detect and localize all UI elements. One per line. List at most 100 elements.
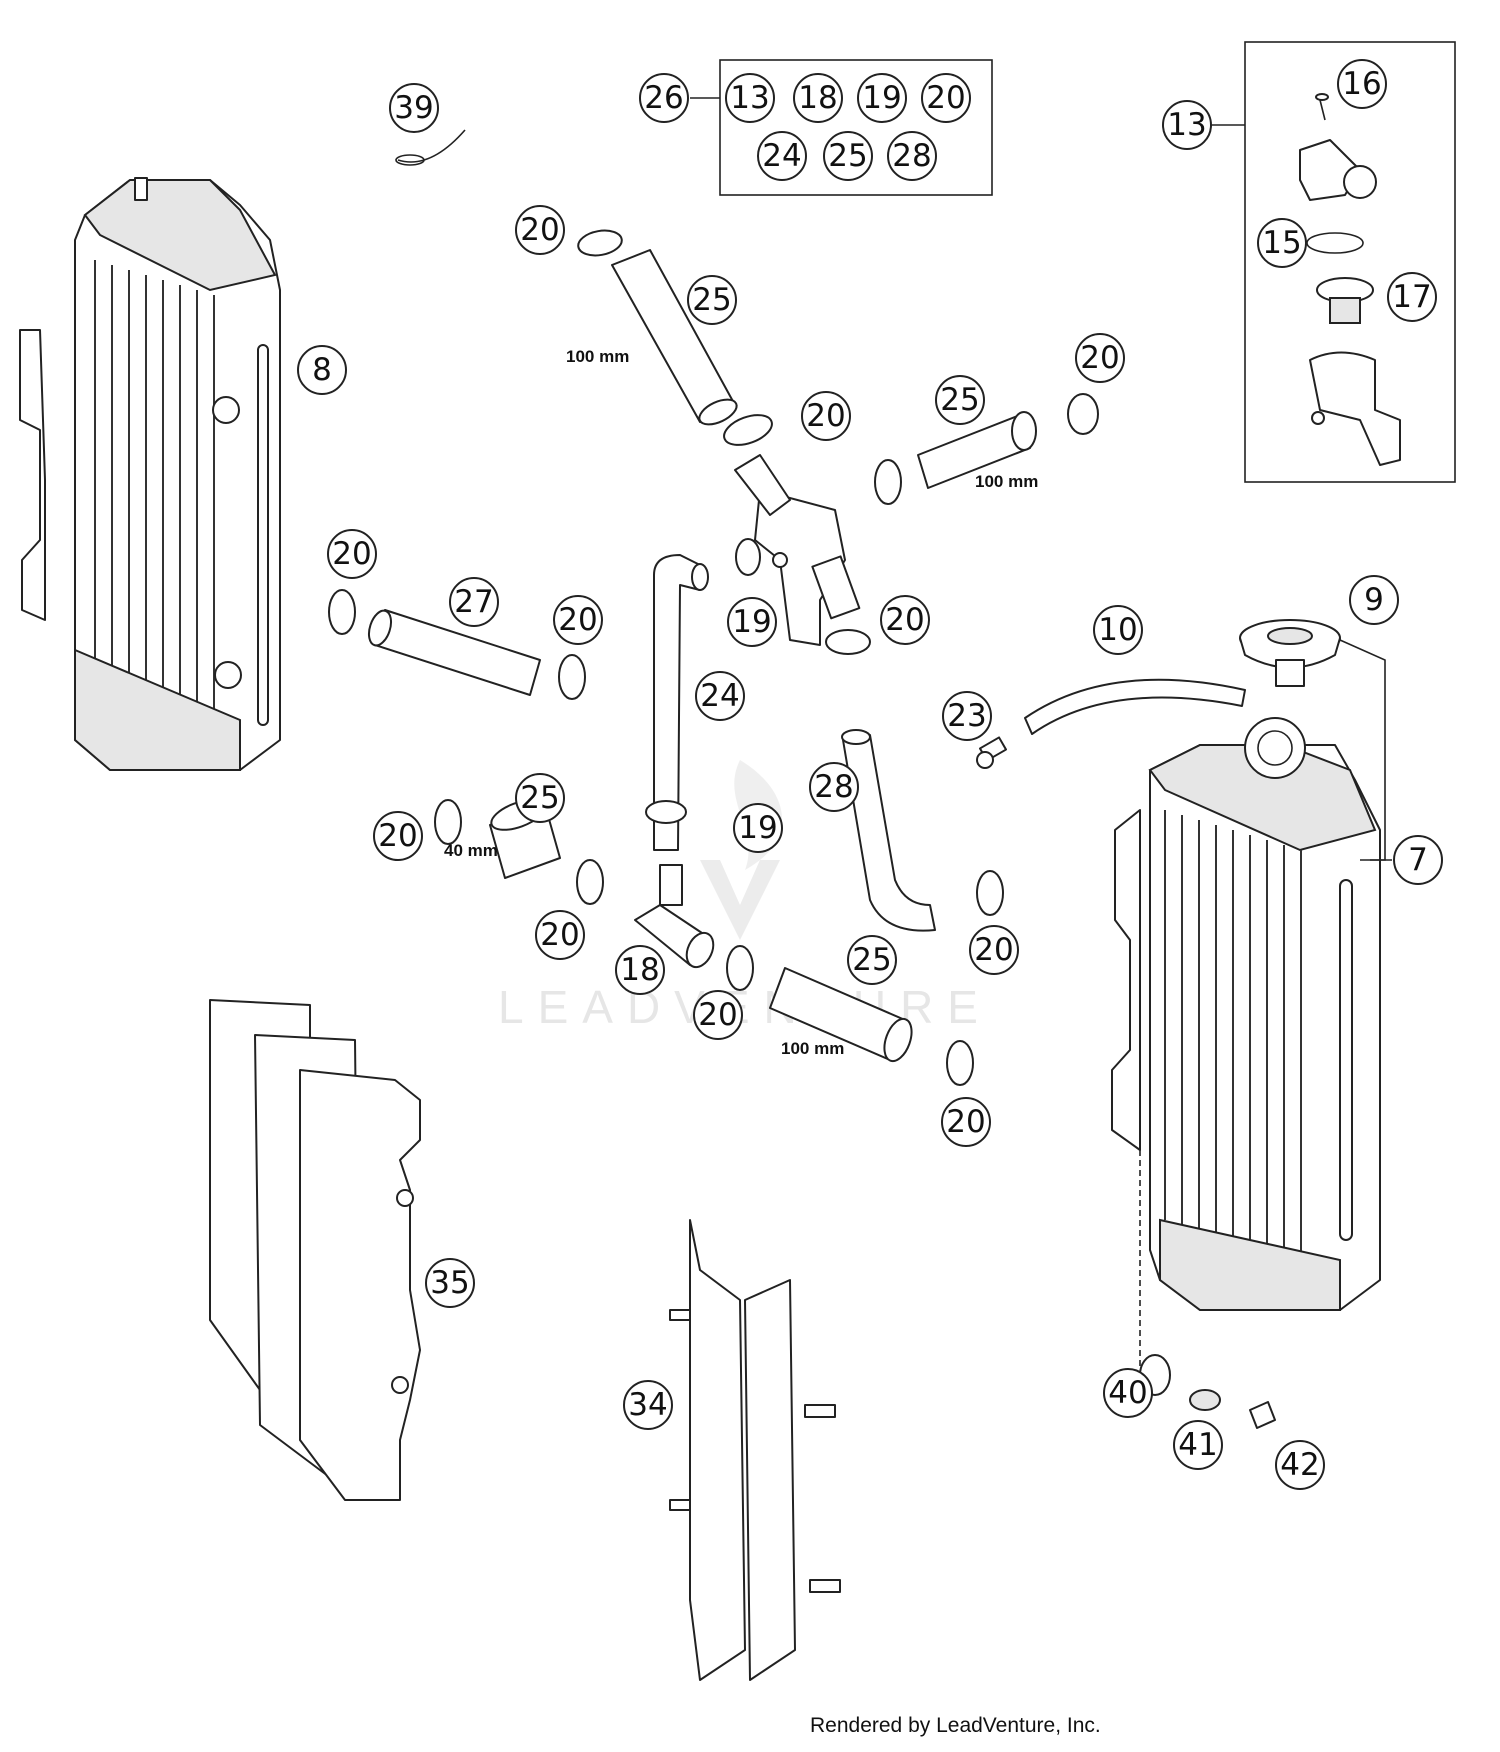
callout-13: 13 [725, 73, 775, 123]
svg-text:15: 15 [1262, 225, 1301, 261]
watermark-logo: LEADVENTURE [498, 760, 978, 1033]
svg-text:23: 23 [947, 698, 986, 734]
svg-text:13: 13 [1167, 107, 1206, 143]
svg-text:20: 20 [926, 80, 965, 116]
hose-kit-box [719, 59, 993, 196]
svg-text:20: 20 [378, 818, 417, 854]
hose-24 [653, 554, 701, 851]
callout-20: 20 [373, 811, 423, 861]
svg-text:34: 34 [628, 1387, 667, 1423]
radiator-guard-center [669, 1219, 841, 1681]
svg-text:20: 20 [1080, 340, 1119, 376]
svg-text:27: 27 [454, 584, 493, 620]
dimension-label: 100 mm [781, 1039, 844, 1058]
svg-text:20: 20 [558, 602, 597, 638]
svg-text:20: 20 [698, 997, 737, 1033]
svg-text:20: 20 [974, 932, 1013, 968]
callout-25: 25 [847, 935, 897, 985]
callout-24: 24 [757, 131, 807, 181]
svg-text:20: 20 [885, 602, 924, 638]
svg-text:17: 17 [1392, 279, 1431, 315]
callout-19: 19 [857, 73, 907, 123]
callout-24: 24 [695, 671, 745, 721]
callout-40: 40 [1103, 1368, 1153, 1418]
callout-10: 10 [1093, 605, 1143, 655]
t-piece [634, 864, 715, 969]
right-radiator [1111, 717, 1381, 1311]
dimension-label: 40 mm [444, 841, 498, 860]
dimension-label: 100 mm [975, 472, 1038, 491]
callout-34: 34 [623, 1380, 673, 1430]
callout-7: 7 [1393, 835, 1443, 885]
callout-20: 20 [801, 391, 851, 441]
footer-credit: Rendered by LeadVenture, Inc. [810, 1714, 1101, 1737]
hose-clamps [328, 229, 1099, 1086]
svg-text:13: 13 [730, 80, 769, 116]
overflow-hose [1024, 678, 1246, 735]
radiator-guard [209, 999, 421, 1501]
callout-35: 35 [425, 1258, 475, 1308]
svg-text:20: 20 [332, 536, 371, 572]
svg-text:10: 10 [1098, 612, 1137, 648]
callout-20: 20 [921, 73, 971, 123]
svg-text:24: 24 [762, 138, 801, 174]
svg-text:41: 41 [1178, 1427, 1217, 1463]
svg-text:25: 25 [520, 780, 559, 816]
hose-fitting [976, 736, 1008, 769]
callout-20: 20 [969, 925, 1019, 975]
thermostat-housing [734, 454, 861, 646]
svg-text:20: 20 [806, 398, 845, 434]
callout-20: 20 [693, 990, 743, 1040]
svg-text:20: 20 [520, 212, 559, 248]
svg-text:19: 19 [738, 810, 777, 846]
svg-text:8: 8 [312, 352, 332, 388]
svg-text:42: 42 [1280, 1447, 1319, 1483]
callout-25: 25 [515, 773, 565, 823]
left-radiator-fins [94, 260, 215, 720]
callout-18: 18 [615, 945, 665, 995]
svg-text:26: 26 [644, 80, 683, 116]
svg-text:25: 25 [828, 138, 867, 174]
svg-text:16: 16 [1342, 66, 1381, 102]
callout-39: 39 [389, 83, 439, 133]
callout-19: 19 [733, 803, 783, 853]
callout-20: 20 [515, 205, 565, 255]
svg-text:28: 28 [814, 769, 853, 805]
dimension-label: 100 mm [566, 347, 629, 366]
callout-19: 19 [727, 597, 777, 647]
clip-39 [397, 129, 466, 163]
svg-text:20: 20 [540, 917, 579, 953]
callout-42: 42 [1275, 1440, 1325, 1490]
svg-text:19: 19 [732, 604, 771, 640]
svg-text:7: 7 [1408, 842, 1428, 878]
callout-25: 25 [935, 375, 985, 425]
callout-13-kit: 13 [1162, 100, 1212, 150]
callout-20: 20 [553, 595, 603, 645]
callout-26: 26 [639, 73, 689, 123]
radiator-cap [1239, 619, 1341, 687]
mounting-hardware [1139, 1150, 1276, 1429]
svg-text:24: 24 [700, 678, 739, 714]
callout-15: 15 [1257, 218, 1307, 268]
callout-9: 9 [1349, 575, 1399, 625]
svg-text:35: 35 [430, 1265, 469, 1301]
callout-8: 8 [297, 345, 347, 395]
hose-28 [842, 734, 936, 932]
callout-18: 18 [793, 73, 843, 123]
callout-20: 20 [327, 529, 377, 579]
thermostat-kit-parts [1299, 93, 1401, 466]
svg-text:19: 19 [862, 80, 901, 116]
left-radiator [19, 177, 281, 771]
callout-25: 25 [687, 275, 737, 325]
svg-text:40: 40 [1108, 1375, 1147, 1411]
svg-text:39: 39 [394, 90, 433, 126]
svg-text:9: 9 [1364, 582, 1384, 618]
svg-text:28: 28 [892, 138, 931, 174]
callout-28: 28 [887, 131, 937, 181]
svg-text:20: 20 [946, 1104, 985, 1140]
svg-text:25: 25 [940, 382, 979, 418]
right-radiator-fins [1164, 810, 1302, 1265]
svg-text:18: 18 [798, 80, 837, 116]
thermostat-kit-box [1244, 41, 1456, 483]
